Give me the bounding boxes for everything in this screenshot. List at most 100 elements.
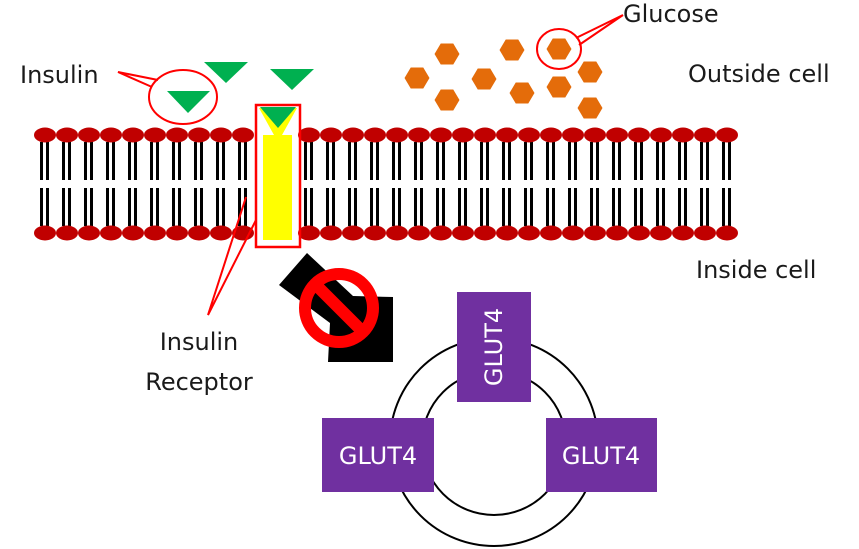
lipid-head — [210, 127, 232, 143]
lipid-tail — [398, 188, 401, 226]
cell-membrane — [34, 127, 738, 241]
lipid-head — [672, 225, 694, 241]
lipid-tail — [722, 142, 725, 180]
lipid-tail — [590, 188, 593, 226]
lipid-head — [430, 225, 452, 241]
lipid-tail — [728, 188, 731, 226]
lipid — [78, 127, 100, 241]
lipid-tail — [634, 188, 637, 226]
lipid-tail — [574, 142, 577, 180]
lipid-tail — [442, 188, 445, 226]
lipid-tail — [222, 142, 225, 180]
lipid-tail — [530, 142, 533, 180]
insulin-label: Insulin — [20, 61, 99, 89]
prohibited-icon — [299, 268, 379, 348]
lipid-tail — [596, 142, 599, 180]
lipid-head — [122, 225, 144, 241]
lipid-head — [584, 127, 606, 143]
lipid — [364, 127, 386, 241]
receptor-body — [263, 135, 292, 240]
receptor-label-line2: Receptor — [145, 368, 253, 396]
lipid-tail — [62, 142, 65, 180]
lipid — [56, 127, 78, 241]
lipid-tail — [84, 142, 87, 180]
lipid — [100, 127, 122, 241]
lipid-tail — [310, 188, 313, 226]
lipid-tail — [304, 188, 307, 226]
glut4-transporter — [322, 418, 434, 492]
glucose-molecule — [546, 38, 572, 60]
lipid — [562, 127, 584, 241]
lipid-tail — [244, 142, 247, 180]
glut4-transporter — [546, 418, 657, 492]
lipid-head — [342, 225, 364, 241]
receptor-label-line1: Insulin — [160, 328, 239, 356]
lipid-tail — [684, 142, 687, 180]
lipid-tail — [326, 188, 329, 226]
lipid-head — [78, 127, 100, 143]
lipid-head — [122, 127, 144, 143]
glut4-right: GLUT4 — [546, 418, 657, 492]
lipid-tail — [486, 142, 489, 180]
glut4-top: GLUT4 — [457, 292, 531, 402]
lipid-tail — [348, 142, 351, 180]
lipid-head — [364, 225, 386, 241]
lipid-head — [342, 127, 364, 143]
lipid-tail — [612, 142, 615, 180]
lipid — [584, 127, 606, 241]
lipid-tail — [502, 188, 505, 226]
glut4-label: GLUT4 — [562, 442, 640, 470]
lipid-tail — [150, 188, 153, 226]
lipid-tail — [376, 142, 379, 180]
lipid — [452, 127, 474, 241]
lipid-tail — [640, 188, 643, 226]
lipid-tail — [458, 188, 461, 226]
lipid-tail — [172, 142, 175, 180]
lipid-head — [716, 127, 738, 143]
glucose-label: Glucose — [623, 0, 719, 28]
lipid-tail — [684, 188, 687, 226]
lipid-tail — [40, 142, 43, 180]
glucose-molecule — [434, 43, 460, 65]
lipid-tail — [486, 188, 489, 226]
lipid-tail — [376, 188, 379, 226]
lipid-head — [100, 127, 122, 143]
insulin-receptor — [254, 103, 302, 249]
glucose-molecule — [509, 82, 535, 104]
lipid-tail — [678, 142, 681, 180]
lipid-tail — [436, 142, 439, 180]
lipid-head — [144, 127, 166, 143]
lipid-tail — [612, 188, 615, 226]
lipid-tail — [244, 188, 247, 226]
lipid-tail — [508, 142, 511, 180]
lipid-tail — [332, 188, 335, 226]
insulin-callout — [117, 69, 218, 125]
lipid-head — [650, 225, 672, 241]
lipid-tail — [700, 142, 703, 180]
glucose-molecule — [546, 76, 572, 98]
lipid-head — [606, 225, 628, 241]
lipid-tail — [480, 188, 483, 226]
lipid-tail — [128, 188, 131, 226]
lipid-tail — [590, 142, 593, 180]
lipid-tail — [68, 142, 71, 180]
lipid-tail — [464, 142, 467, 180]
lipid-head — [188, 127, 210, 143]
lipid — [606, 127, 628, 241]
lipid-head — [320, 225, 342, 241]
glut4-transporter — [457, 292, 531, 402]
glut4-left: GLUT4 — [322, 418, 434, 492]
lipid-tail — [112, 142, 115, 180]
lipid-head — [452, 127, 474, 143]
glucose-molecule — [404, 67, 430, 89]
glucose-molecules — [404, 38, 603, 119]
lipid-head — [100, 225, 122, 241]
lipid-tail — [662, 188, 665, 226]
lipid-head — [166, 225, 188, 241]
lipid — [716, 127, 738, 241]
lipid-tail — [414, 188, 417, 226]
prohibited-slash — [311, 280, 367, 336]
lipid-tail — [656, 188, 659, 226]
lipid-tail — [348, 188, 351, 226]
insulin-molecules — [167, 62, 314, 113]
